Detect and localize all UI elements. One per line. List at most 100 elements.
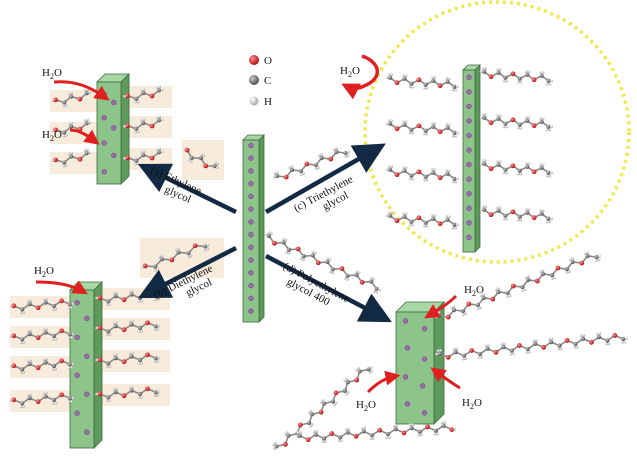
chain-b-3 [9,327,75,345]
water-arrow-a2 [69,128,100,145]
surface-site-dot [74,410,80,416]
surface-site-dot [404,401,411,407]
surface-site-dot [466,132,472,139]
legend-hydrogen-label: H [264,96,272,108]
surface-site-dot [466,74,472,80]
water-arrow-b [35,280,88,295]
surface-site-dot [248,308,254,314]
chain-d-1 [434,251,601,320]
water-labels: H2O H2O H2O H2O H2O H2O H2O [34,65,484,413]
surface-site-dot [74,372,80,378]
surface-site-dot [419,383,426,389]
chain-a-2 [123,85,164,104]
chain-b-4 [95,319,161,337]
chain-c-left-2 [385,165,459,184]
water-label-a1: H2O [42,67,62,81]
surface-site-dot [402,374,409,380]
water-arrows [35,54,461,394]
surface-site-dot [111,125,117,131]
surface-site-dot [74,334,80,341]
surface-site-dot [248,193,254,200]
chain-d-free [264,231,381,294]
column-b [69,281,103,449]
chain-c-free [272,147,350,180]
surface-site-dot [248,257,254,263]
chain-b-8 [95,385,161,403]
surface-site-dot [466,118,472,124]
chain-a-5 [51,148,92,168]
surface-site-dot [101,140,107,146]
chain-a-4 [123,115,164,134]
surface-site-dot [74,299,80,306]
water-arrow-d3 [430,367,461,390]
legend-carbon-label: C [264,75,271,87]
surface-site-dot [248,168,254,174]
surface-site-dot [248,142,254,149]
chain-c-left-0 [385,73,459,92]
legend-oxygen-label: O [264,55,272,67]
chain-c-right-2 [479,159,553,178]
chain-d-3 [272,365,374,450]
chain-c-right-3 [479,205,553,224]
water-label-d1: H2O [464,284,484,298]
surface-site-dot [248,231,254,238]
surface-site-dot [84,315,90,322]
surface-site-dot [248,244,254,251]
surface-site-dot [101,169,107,175]
chain-b-1 [9,297,75,315]
surface-site-dot [248,155,254,161]
surface-site-dot [421,356,428,362]
surface-site-dot [248,181,254,187]
surface-site-dot [248,295,254,301]
surface-site-dot [84,353,90,360]
shadow-band [98,318,170,340]
water-arrow-d2 [366,370,401,394]
chain-c-left-3 [385,211,459,230]
chain-a-3 [51,118,92,138]
direction-arrows [137,143,392,323]
column-d [395,301,445,425]
label-c: (c) Triethylene glycol [292,172,363,225]
surface-site-dot [466,161,472,168]
shadow-band [50,152,110,174]
arrow-d [264,254,392,323]
surface-site-dot [466,205,472,211]
surface-site-dot [402,318,409,324]
surface-site-dot [466,176,472,182]
arrow-a [137,163,237,215]
chain-a-free [183,147,219,169]
chain-b-6 [95,351,161,369]
shadow-band [98,384,170,406]
surface-site-dot [84,391,90,397]
arrow-b [137,245,238,299]
surface-site-dot [111,152,117,159]
surface-site-dot [101,115,107,121]
surface-site-dot [248,206,254,212]
shadow-band [98,350,170,372]
surface-site-dot [421,326,428,332]
chain-c-right-1 [479,113,553,132]
chain-b-7 [9,391,75,409]
surface-site-dot [466,147,472,153]
surface-site-dot [404,345,411,351]
surface-site-dot [466,234,472,241]
surface-site-dot [466,89,472,95]
water-label-d2: H2O [356,399,376,413]
hydrogen-atom-icon [249,96,259,106]
chain-a-1 [51,88,92,108]
column-c [462,64,481,253]
column-center [242,134,265,323]
water-arrow-c [341,54,379,100]
surface-site-dot [466,220,472,226]
oxygen-atom-icon [249,55,259,65]
chain-b-free [140,243,210,272]
chain-c-right-0 [479,67,553,86]
surface-site-dot [421,410,428,416]
chain-d-4 [295,421,457,444]
water-arrow-d1 [424,294,458,319]
water-label-b: H2O [34,265,54,279]
water-arrow-a1 [53,80,110,101]
chain-c-left-1 [385,119,459,138]
